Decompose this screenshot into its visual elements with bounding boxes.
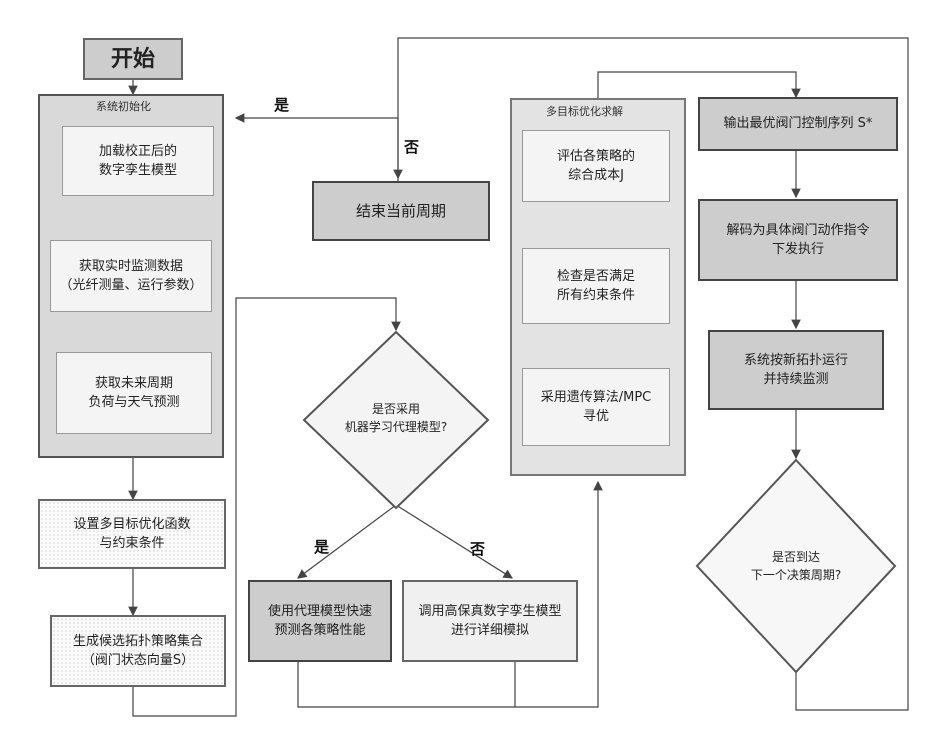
get-realtime-data: 获取实时监测数据 （光纤测量、运行参数）: [50, 240, 212, 312]
get-forecast: 获取未来周期 负荷与天气预测: [56, 352, 212, 434]
load-twin-model: 加载校正后的 数字孪生模型: [62, 126, 214, 196]
output-sequence-node: 输出最优阀门控制序列 S*: [698, 97, 898, 151]
arrow-end-init: [236, 118, 398, 181]
label-yes-end: 是: [274, 94, 289, 115]
decision-surrogate-text: 是否采用 机器学习代理模型?: [326, 400, 466, 436]
execute-node: 系统按新拓扑运行 并持续监测: [708, 330, 884, 410]
label-no-surrogate: 否: [470, 538, 485, 559]
arrow-decision-no: [396, 505, 512, 578]
moo-title: 多目标优化求解: [546, 103, 623, 119]
arrow-moo-output: [598, 72, 796, 98]
start-node: 开始: [83, 38, 183, 80]
surrogate-predict-node: 使用代理模型快速 预测各策略性能: [248, 580, 392, 662]
ga-mpc: 采用遗传算法/MPC 寻优: [522, 368, 670, 446]
decision-next-text: 是否到达 下一个决策周期?: [726, 548, 866, 584]
hifi-sim-node: 调用高保真数字孪生模型 进行详细模拟: [402, 580, 578, 662]
arrow-decision-yes: [298, 505, 396, 578]
candidates-node: 生成候选拓扑策略集合 （阀门状态向量S）: [50, 615, 226, 687]
evaluate-cost: 评估各策略的 综合成本J: [522, 130, 670, 202]
system-init-title: 系统初始化: [96, 98, 151, 114]
objective-node: 设置多目标优化函数 与约束条件: [38, 499, 226, 569]
label-no-end: 否: [404, 136, 419, 157]
decode-node: 解码为具体阀门动作指令 下发执行: [698, 199, 898, 281]
check-constraints: 检查是否满足 所有约束条件: [522, 248, 670, 324]
label-yes-surrogate: 是: [314, 536, 329, 557]
end-cycle-node: 结束当前周期: [312, 181, 490, 241]
